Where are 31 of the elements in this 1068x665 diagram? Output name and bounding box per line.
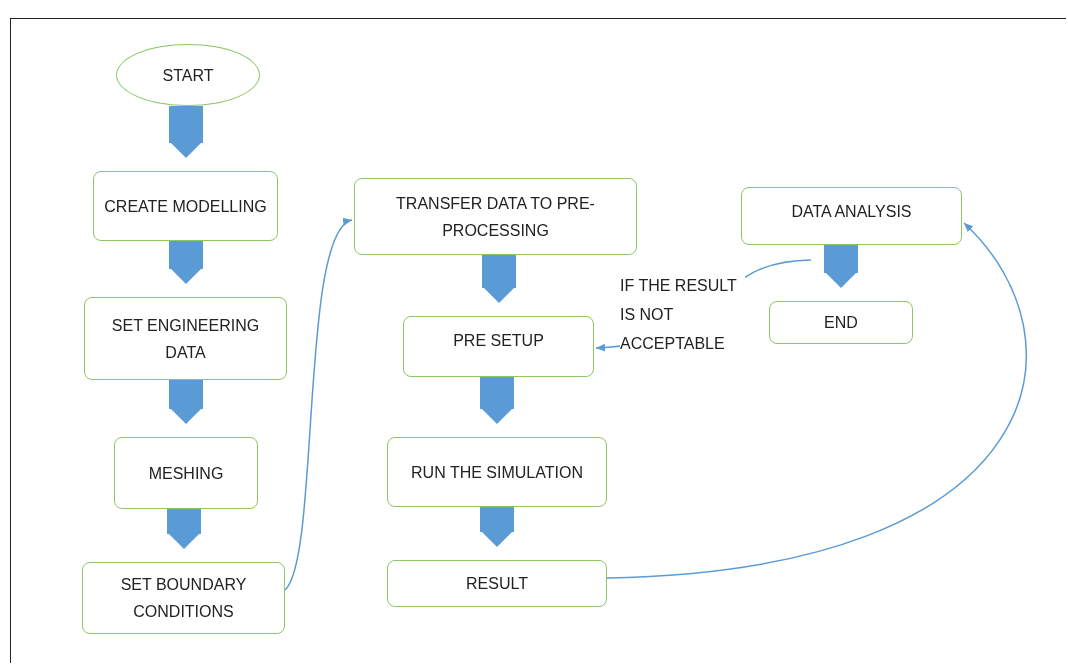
process-box (387, 560, 607, 607)
block-arrow (169, 106, 203, 158)
process-box (769, 301, 913, 344)
process-box (93, 171, 278, 241)
process-box (354, 178, 637, 255)
block-arrow (169, 241, 203, 284)
process-box (741, 187, 962, 245)
process-box (82, 562, 285, 634)
node-text: DATA ANALYSIS (791, 202, 912, 222)
process-box (114, 437, 258, 509)
process-box (84, 297, 287, 380)
node-text: START (162, 65, 214, 86)
block-arrow (824, 245, 858, 288)
node-text: MESHING (148, 463, 224, 484)
block-arrow (480, 507, 514, 547)
node-text: SET BOUNDARY CONDITIONS (119, 575, 248, 622)
curved-arrow (284, 219, 353, 591)
block-arrow (169, 380, 203, 424)
node-text: RUN THE SIMULATION (411, 462, 583, 483)
node-text: TRANSFER DATA TO PRE-PROCESSING (395, 193, 596, 241)
node-text: CREATE MODELLING (104, 196, 267, 217)
node-text: PRE SETUP (453, 331, 544, 351)
node-text: END (824, 313, 858, 333)
block-arrow (480, 377, 514, 424)
curved-arrow (606, 222, 1027, 579)
process-box (403, 316, 594, 377)
node-text: SET ENGINEERING DATA (110, 315, 261, 363)
block-arrow (167, 509, 201, 549)
block-arrow (482, 255, 516, 303)
node-text: RESULT (466, 574, 528, 594)
process-box (387, 437, 607, 507)
